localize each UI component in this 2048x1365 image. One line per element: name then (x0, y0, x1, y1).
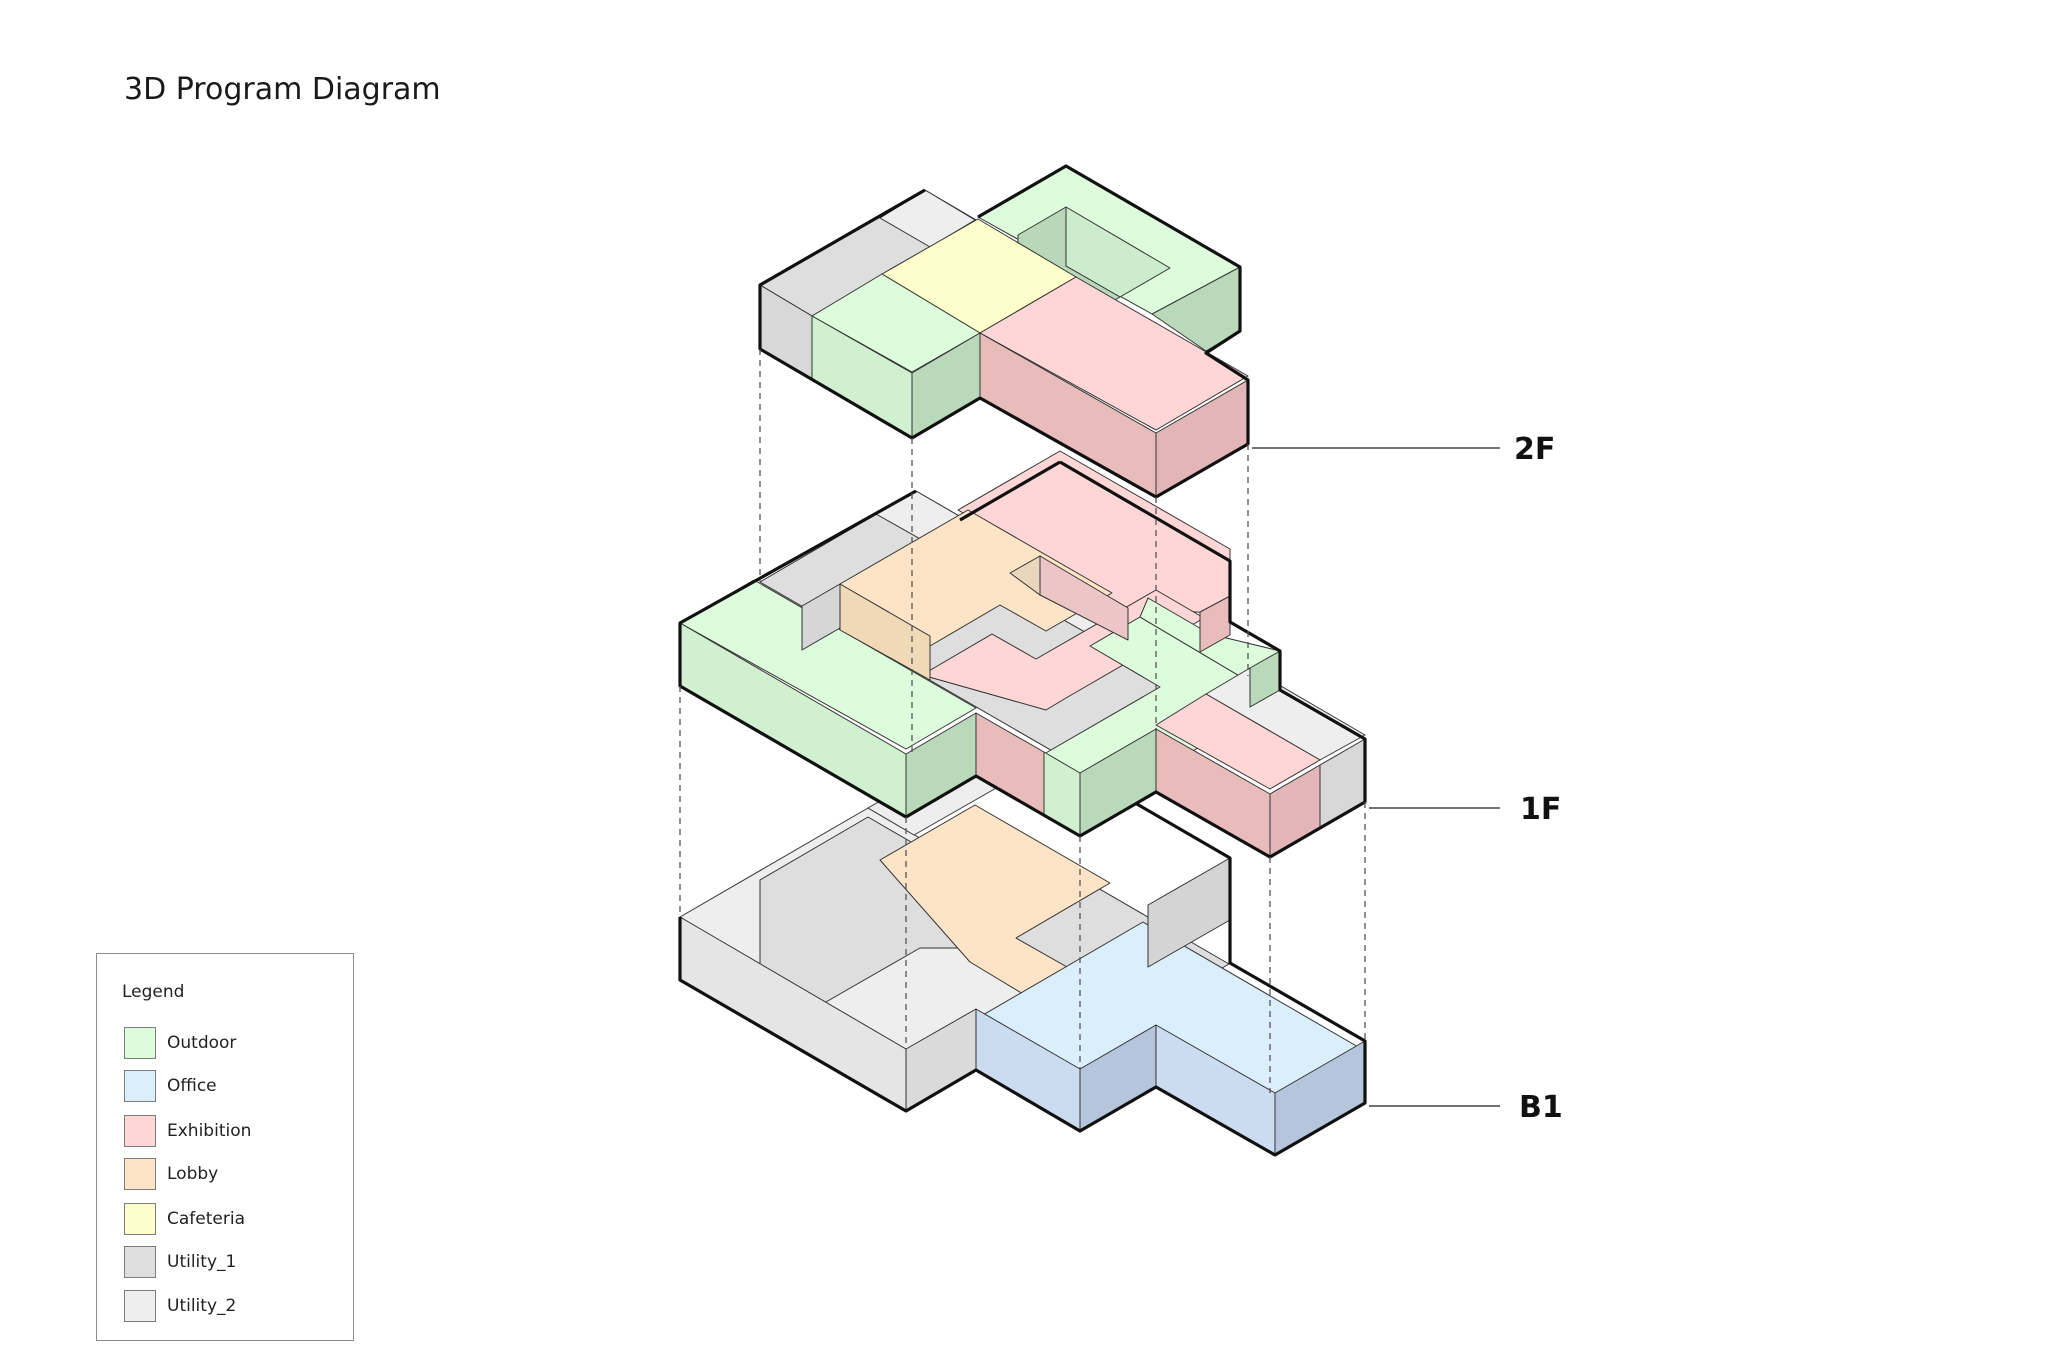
1f-outline-ridge (959, 460, 1061, 522)
floor-label-1f: 1F (1520, 792, 1561, 827)
floor-1f (678, 450, 1367, 859)
legend-swatch (124, 1115, 156, 1147)
legend-swatch (124, 1290, 156, 1322)
floor-2f (758, 164, 1250, 499)
legend-item-office: Office (124, 1069, 217, 1103)
legend-label: Utility_2 (167, 1296, 237, 1316)
legend-swatch (124, 1246, 156, 1278)
1f-exhibition-north-east-face (1199, 595, 1231, 653)
legend: Legend Outdoor Office Exhibition Lobby C… (96, 953, 354, 1341)
legend-item-cafeteria: Cafeteria (124, 1202, 245, 1236)
b1-outline (678, 798, 1367, 1157)
legend-swatch (124, 1070, 156, 1102)
floor-b1 (678, 751, 1367, 1157)
1f-exhibition-east-top (1155, 693, 1321, 790)
legend-item-outdoor: Outdoor (124, 1026, 236, 1060)
legend-item-utility-1: Utility_1 (124, 1245, 236, 1279)
legend-item-lobby: Lobby (124, 1157, 218, 1191)
floor-label-2f: 2F (1514, 432, 1555, 467)
legend-label: Outdoor (167, 1033, 237, 1053)
legend-swatch (124, 1027, 156, 1059)
floor-labels: 2F 1F B1 (1252, 432, 1563, 1125)
legend-swatch (124, 1203, 156, 1235)
b1-lobby-top (879, 804, 1111, 1016)
legend-item-utility-2: Utility_2 (124, 1289, 236, 1323)
legend-label: Cafeteria (167, 1209, 245, 1229)
legend-item-exhibition: Exhibition (124, 1114, 251, 1148)
2f-exhibition-top (979, 276, 1249, 431)
legend-label: Utility_1 (167, 1252, 237, 1272)
floor-label-b1: B1 (1519, 1090, 1563, 1125)
diagram-title: 3D Program Diagram (124, 72, 441, 107)
projection-lines (679, 349, 1366, 1093)
legend-label: Office (167, 1076, 217, 1096)
1f-exhibition-top-south (921, 589, 1205, 711)
1f-utility-inner-face (801, 583, 841, 651)
legend-title: Legend (122, 982, 185, 1002)
1f-exhibition-inner-face (1039, 555, 1129, 641)
legend-swatch (124, 1158, 156, 1190)
legend-label: Lobby (167, 1164, 219, 1184)
legend-label: Exhibition (167, 1121, 252, 1141)
